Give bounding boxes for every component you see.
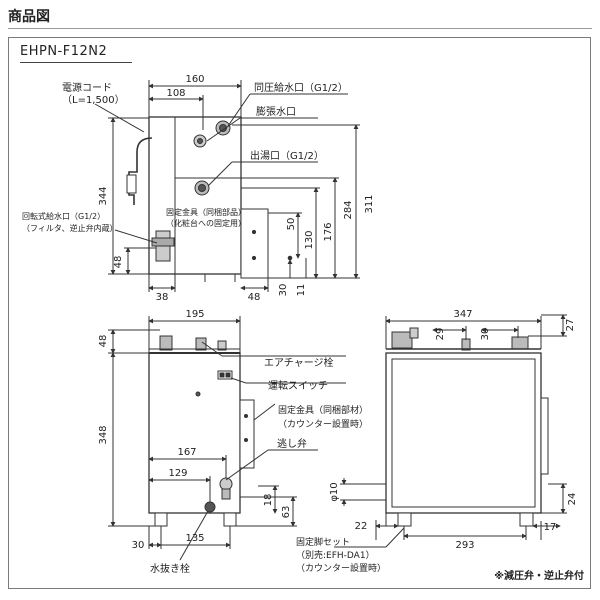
side-top-fitting-left [391,331,413,349]
dim-18: 18 [263,494,274,507]
dim-311: 311 [364,194,375,213]
dim-160: 160 [185,74,204,85]
dim-48-top-left: 48 [113,256,124,269]
side-foot-right [519,512,534,527]
dim-50: 50 [286,218,297,231]
side-bracket [540,397,549,475]
dim-30-top: 30 [278,284,289,297]
run-switch [217,370,233,380]
footnote: ※減圧弁・逆止弁付 [494,571,584,582]
side-view [334,314,567,548]
label-front-bracket-2: （カウンター設置時） [278,418,368,430]
label-top-bracket-1: 固定金具（同梱部品） [166,207,246,217]
label-inlet: 同圧給水口（G1/2） [254,81,348,94]
dim-22: 22 [355,521,368,532]
dim-63: 63 [281,506,292,519]
dim-347: 347 [453,309,472,320]
dim-344: 344 [98,186,109,205]
label-rotary-inlet-1: 回転式給水口（G1/2） [22,211,105,221]
header-divider [8,28,592,29]
dim-48-top-bottom: 48 [248,292,261,303]
label-front-bracket-1: 固定金具（同梱部材） [278,404,368,416]
label-leg-set-3: （カウンター設置時） [296,562,386,574]
dim-48-front: 48 [98,335,109,348]
drain-plug [204,501,216,513]
dim-27: 27 [565,319,576,332]
dim-17: 17 [544,522,557,533]
dim-135: 135 [185,533,204,544]
label-top-bracket-2: （化粧台への固定用） [166,218,246,228]
dim-phi10: φ10 [329,482,340,501]
dim-129: 129 [168,468,187,479]
front-view [108,316,346,561]
front-view-text: 195 48 348 167 129 30 135 18 63 エアチャージ栓 … [98,309,368,575]
label-leg-set-1: 固定脚セット [296,536,350,548]
page-title: 商品図 [8,9,50,25]
label-expansion: 膨張水口 [256,105,296,118]
side-view-body [385,352,542,514]
side-view-inner-panel [391,358,536,508]
model-number: EHPN-F12N2 [20,44,108,59]
dim-38: 38 [156,292,169,303]
dim-176: 176 [323,222,334,241]
air-charge-valve [195,337,207,351]
label-rotary-inlet-2: （フィルタ、逆止弁内蔵） [22,223,118,233]
label-leg-set-2: （別売:EFH-DA1） [296,549,375,561]
side-view-text: 347 29 30 27 φ10 24 22 293 17 固定脚セット （別売… [296,309,578,574]
dim-293: 293 [455,540,474,551]
dim-30-front: 30 [132,540,145,551]
top-view [94,80,360,292]
label-air-charge: エアチャージ栓 [264,356,334,369]
label-relief-valve: 逃し弁 [277,437,307,450]
dim-29: 29 [435,328,446,341]
dim-195: 195 [185,309,204,320]
top-view-text: 160 108 344 48 38 48 30 11 50 130 176 28… [22,74,375,303]
dim-284: 284 [343,200,354,219]
top-view-bracket [240,208,269,279]
dim-11: 11 [296,284,307,297]
model-underline [20,62,132,63]
dim-108: 108 [166,88,185,99]
dim-167: 167 [177,447,196,458]
front-top-fitting-left [159,335,173,351]
dim-348: 348 [98,425,109,444]
front-bracket [239,399,255,469]
drawing-frame [8,37,591,589]
dim-130: 130 [304,230,315,249]
label-run-switch: 運転スイッチ [268,380,328,392]
label-outlet: 出湯口（G1/2） [250,149,324,162]
label-power-cord: 電源コード [62,81,112,94]
dim-24: 24 [567,493,578,506]
dim-30-side: 30 [480,328,491,341]
side-foot-left [397,512,412,527]
label-power-cord-length: （L=1,500） [62,94,125,106]
label-drain-plug: 水抜き栓 [150,562,190,575]
